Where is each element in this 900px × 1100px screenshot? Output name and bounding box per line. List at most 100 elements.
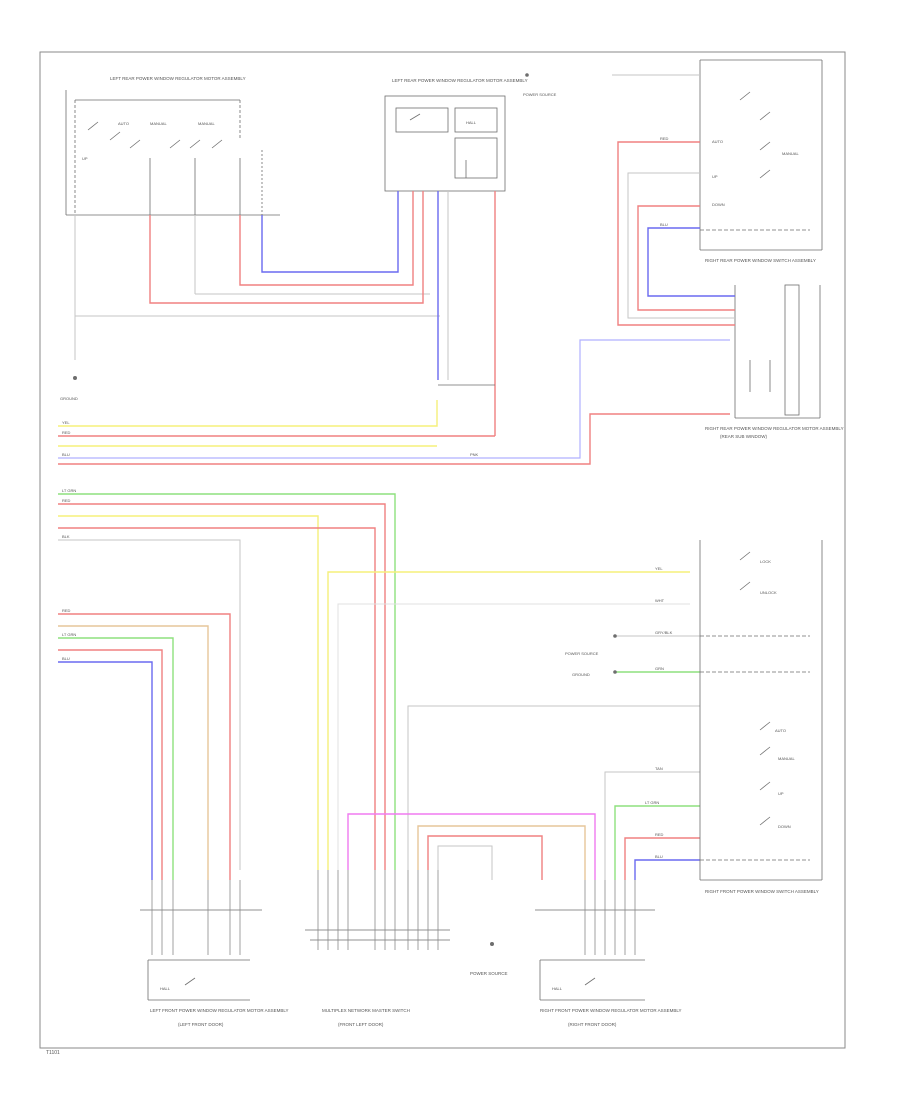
switch-label-lock: LOCK	[760, 559, 771, 564]
tag-blk-1: BLK	[62, 534, 70, 539]
left-front-regulator-box	[140, 909, 262, 1001]
tag-tan-1: TAN	[655, 766, 663, 771]
ground-dot-mid	[613, 670, 617, 674]
wire-gray-bus	[58, 539, 241, 870]
tag-red-3: RED	[62, 608, 71, 613]
ground-mid-label: GROUND	[572, 672, 590, 677]
wire-gray-rf-2	[407, 705, 700, 870]
tag-blu-3: BLU	[655, 854, 663, 859]
tag-blu-1: BLU	[62, 452, 70, 457]
wire-red-bus-4	[58, 527, 376, 870]
right-front-switch-caption: RIGHT FRONT POWER WINDOW SWITCH ASSEMBLY	[705, 889, 819, 894]
left-rear-switch-caption: LEFT REAR POWER WINDOW REGULATOR MOTOR A…	[110, 76, 246, 81]
wire-blue-rf	[634, 859, 700, 880]
footer-code: T1101	[46, 1050, 60, 1056]
multiplex-switch-caption: MULTIPLEX NETWORK MASTER SWITCH	[322, 1008, 410, 1013]
switch-label-auto-1: AUTO	[118, 121, 129, 126]
right-front-regulator-sub: (RIGHT FRONT DOOR)	[568, 1022, 617, 1027]
switch-label-up-3: UP	[778, 791, 784, 796]
tag-yel-1: YEL	[62, 420, 70, 425]
wire-blue-bus	[58, 339, 730, 459]
ground-symbol-left	[73, 376, 77, 380]
wire-magenta-loop	[347, 813, 596, 880]
tag-blu-4: BLU	[660, 222, 668, 227]
power-source-center-label: POWER SOURCE	[470, 971, 508, 976]
wire-yellow-rf	[327, 571, 690, 870]
multiplex-switch-box	[305, 929, 450, 941]
tag-yel-2: YEL	[655, 566, 663, 571]
wire-gray-rr	[627, 172, 735, 319]
right-front-switch-box	[699, 540, 823, 881]
wire-red-rr-2	[637, 205, 735, 311]
wire-red-lf-2	[58, 649, 163, 880]
tag-red-4: RED	[655, 832, 664, 837]
switch-label-unlock: UNLOCK	[760, 590, 777, 595]
wire-tan-loop	[417, 825, 586, 880]
wire-red-lf-1	[58, 613, 231, 880]
multiplex-switch-sub: (FRONT LEFT DOOR)	[338, 1022, 384, 1027]
wire-red-1	[149, 191, 424, 304]
tag-ltgrn-3: LT GRN	[645, 800, 659, 805]
connector-ticks	[151, 870, 636, 955]
power-source-top-label: POWER SOURCE	[523, 92, 557, 97]
wire-tan-lf	[58, 625, 209, 880]
wire-red-2	[239, 191, 414, 286]
right-front-regulator-caption: RIGHT FRONT POWER WINDOW REGULATOR MOTOR…	[540, 1008, 682, 1013]
tag-red-1: RED	[62, 430, 71, 435]
left-rear-regulator-box	[384, 95, 506, 192]
wire-red-rf	[624, 837, 700, 880]
wire-red-loop	[427, 835, 543, 880]
wire-red-bus-2	[58, 413, 730, 465]
hall-label-1: HALL	[466, 120, 477, 125]
wire-blue-1	[261, 191, 399, 273]
left-rear-regulator-caption: LEFT REAR POWER WINDOW REGULATOR MOTOR A…	[392, 78, 528, 83]
switch-label-auto-3: AUTO	[775, 728, 786, 733]
wire-yellow-bus-3	[58, 515, 319, 870]
right-rear-switch-caption: RIGHT REAR POWER WINDOW SWITCH ASSEMBLY	[705, 258, 816, 263]
switch-label-manual-1: MANUAL	[150, 121, 167, 126]
power-source-center-dot	[490, 942, 494, 946]
tag-wht-1: WHT	[655, 598, 665, 603]
right-rear-regulator-caption: RIGHT REAR POWER WINDOW REGULATOR MOTOR …	[705, 426, 844, 431]
hall-label-2: HALL	[160, 986, 171, 991]
diagram-frame	[39, 51, 846, 1049]
right-rear-regulator-sub: (REAR SUB WINDOW)	[720, 434, 767, 439]
switch-label-auto-2: AUTO	[712, 139, 723, 144]
switch-label-up-1: UP	[82, 156, 88, 161]
wire-gray-rf-3	[604, 771, 700, 880]
wire-white-rf	[337, 603, 690, 870]
wire-yellow-bus-1	[58, 400, 438, 427]
power-source-mid-label: POWER SOURCE	[565, 651, 599, 656]
left-front-regulator-sub: (LEFT FRONT DOOR)	[178, 1022, 224, 1027]
switch-label-manual-4: MANUAL	[778, 756, 795, 761]
switch-label-manual-2: MANUAL	[198, 121, 215, 126]
power-source-dot-mid	[613, 634, 617, 638]
tag-blu-2: BLU	[62, 656, 70, 661]
left-front-regulator-caption: LEFT FRONT POWER WINDOW REGULATOR MOTOR …	[150, 1008, 289, 1013]
switch-label-manual-3: MANUAL	[782, 151, 799, 156]
tag-red-2: RED	[62, 498, 71, 503]
right-rear-switch-box	[699, 59, 823, 251]
wire-red-rr-1	[617, 141, 735, 326]
tag-grn-1: GRN	[655, 666, 664, 671]
tag-ltgrn-1: LT GRN	[62, 488, 76, 493]
wire-blue-rr	[647, 227, 735, 297]
hall-label-3: HALL	[552, 986, 563, 991]
tag-red-5: RED	[660, 136, 669, 141]
switch-label-down-2: DOWN	[778, 824, 791, 829]
wire-green-bus	[58, 493, 396, 870]
switch-label-up-2: UP	[712, 174, 718, 179]
switch-label-down-1: DOWN	[712, 202, 725, 207]
wire-red-bus-3	[58, 503, 386, 870]
wire-green-lf	[58, 637, 174, 880]
ground-left-label: GROUND	[60, 396, 78, 401]
wire-gray-loop	[437, 845, 493, 880]
tag-ltgrn-2: LT GRN	[62, 632, 76, 637]
tag-pnk-1: PNK	[470, 452, 479, 457]
left-rear-window-switch	[65, 90, 280, 216]
tag-gry-1: GRY/BLK	[655, 630, 673, 635]
right-rear-regulator-box	[734, 284, 821, 419]
wire-green-rf-2	[614, 805, 700, 880]
wire-blue-lf	[58, 661, 153, 880]
